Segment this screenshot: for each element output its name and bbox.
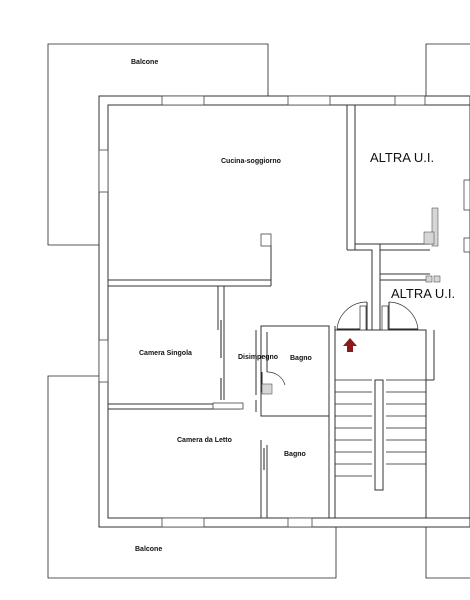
staircase [335, 379, 426, 491]
doors [220, 301, 419, 470]
label-bedroom: Camera da Letto [177, 437, 232, 444]
label-bathroom-1: Bagno [290, 355, 312, 362]
label-balcony-top: Balcone [131, 59, 158, 66]
label-hallway: Disimpegno [238, 354, 278, 361]
interior-walls [108, 105, 430, 519]
balcony-top-outline [47, 43, 269, 246]
entrance-arrow-icon [343, 338, 357, 352]
label-single-room: Camera Singola [139, 350, 192, 357]
label-other-unit-2: ALTRA U.I. [391, 286, 455, 301]
balcony-bottom-outline [47, 375, 337, 579]
right-edge-outline [425, 43, 470, 579]
label-bathroom-2: Bagno [284, 451, 306, 458]
label-other-unit-1: ALTRA U.I. [370, 150, 434, 165]
label-kitchen-living: Cucina-soggiorno [221, 158, 281, 165]
windows [98, 95, 426, 528]
label-balcony-bottom: Balcone [135, 546, 162, 553]
other-unit-details [359, 179, 470, 381]
